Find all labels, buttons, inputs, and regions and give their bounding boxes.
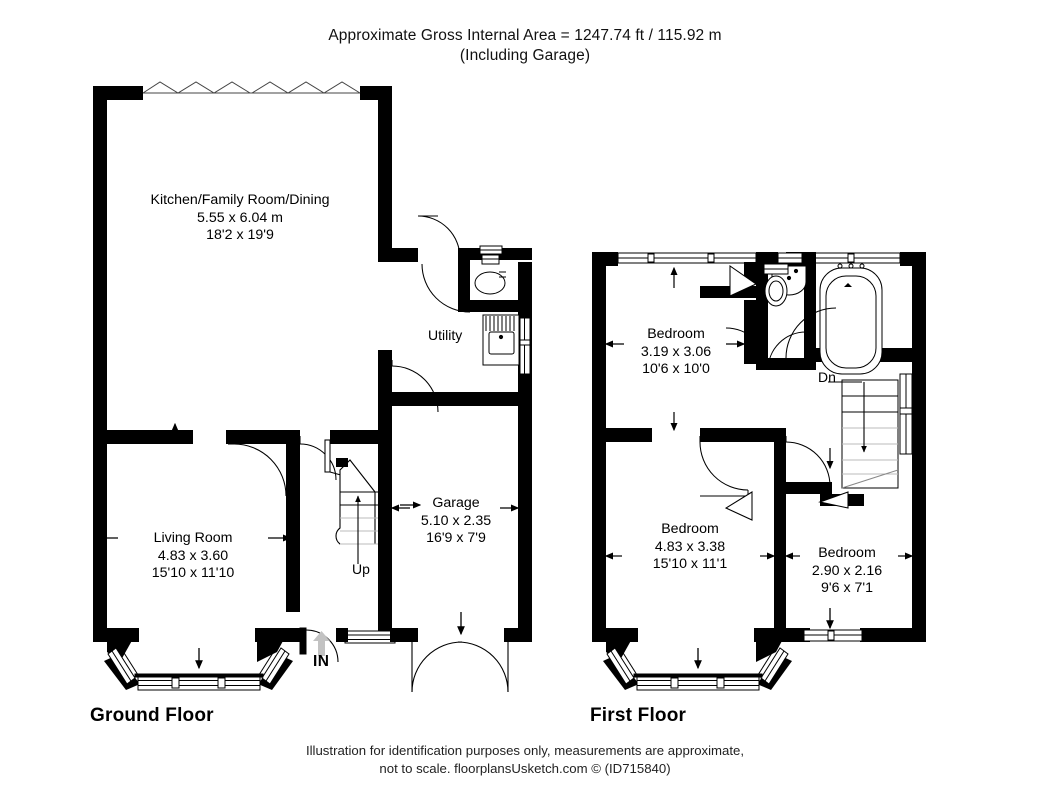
stairs-label-dn: Dn <box>818 369 836 385</box>
room-imperial: 15'10 x 11'1 <box>652 556 728 572</box>
staircase-first <box>828 379 899 489</box>
room-name: Garage <box>432 495 480 511</box>
room-label-bedroom-2: Bedroom 4.83 x 3.38 15'10 x 11'1 <box>653 521 728 574</box>
window-bedroom3 <box>803 629 863 642</box>
room-name: Kitchen/Family Room/Dining <box>150 192 330 208</box>
ground-floor-plan <box>93 81 532 693</box>
room-label-bedroom-3: Bedroom 2.90 x 2.16 9'6 x 7'1 <box>812 545 882 598</box>
room-name: Bedroom <box>818 545 876 561</box>
room-label-garage: Garage 5.10 x 2.35 16'9 x 7'9 <box>421 495 491 548</box>
window-landing <box>899 373 913 455</box>
bathtub-icon <box>819 263 883 375</box>
room-metric: 2.90 x 2.16 <box>811 562 883 579</box>
area-header: Approximate Gross Internal Area = 1247.7… <box>0 26 1050 66</box>
window-bedroom1 <box>617 252 757 264</box>
including-garage-text: (Including Garage) <box>459 47 591 64</box>
toilet-icon-first <box>763 263 789 307</box>
room-imperial: 10'6 x 10'0 <box>642 361 710 377</box>
room-imperial: 15'10 x 11'10 <box>151 565 235 581</box>
footer-line-1: Illustration for identification purposes… <box>305 743 745 758</box>
garage-doors <box>411 641 509 693</box>
footer-disclaimer: Illustration for identification purposes… <box>0 742 1050 778</box>
entrance-arrow-icon <box>313 631 330 656</box>
first-floor-title: First Floor <box>590 705 687 726</box>
room-label-utility: Utility <box>428 327 463 343</box>
room-name: Bedroom <box>647 326 705 342</box>
room-label-kitchen: Kitchen/Family Room/Dining 5.55 x 6.04 m… <box>151 192 330 245</box>
room-metric: 4.83 x 3.38 <box>654 538 726 555</box>
bifold-door-kitchen <box>142 81 361 94</box>
window-bathroom <box>803 252 901 264</box>
wc-fixtures-ground <box>474 254 506 295</box>
room-name: Living Room <box>153 530 233 546</box>
bay-window-bedroom2 <box>606 646 789 691</box>
entrance-label-in: IN <box>313 653 330 670</box>
utility-fixtures <box>482 314 520 366</box>
staircase-ground <box>335 459 378 564</box>
room-imperial: 9'6 x 7'1 <box>821 580 873 596</box>
room-label-living-room: Living Room 4.83 x 3.60 15'10 x 11'10 <box>152 530 234 583</box>
room-name: Bedroom <box>661 521 719 537</box>
room-imperial: 18'2 x 19'9 <box>206 227 274 243</box>
room-metric: 4.83 x 3.60 <box>157 547 229 564</box>
gross-internal-area-text: Approximate Gross Internal Area = 1247.7… <box>328 27 722 44</box>
door-swings-first <box>699 264 849 521</box>
door-swings-ground <box>228 215 471 497</box>
room-label-bedroom-1: Bedroom 3.19 x 3.06 10'6 x 10'0 <box>641 326 711 379</box>
first-floor-plan <box>592 252 926 691</box>
room-metric: 5.55 x 6.04 m <box>197 209 283 226</box>
stairs-label-up: Up <box>352 561 370 577</box>
footer-line-2: not to scale. floorplansUsketch.com © (I… <box>379 761 671 776</box>
window-wc-first <box>777 252 803 264</box>
ground-floor-title: Ground Floor <box>90 705 214 726</box>
room-metric: 5.10 x 2.35 <box>420 512 492 529</box>
bay-window-living-room <box>107 646 290 691</box>
room-imperial: 16'9 x 7'9 <box>426 530 486 546</box>
room-metric: 3.19 x 3.06 <box>640 343 712 360</box>
